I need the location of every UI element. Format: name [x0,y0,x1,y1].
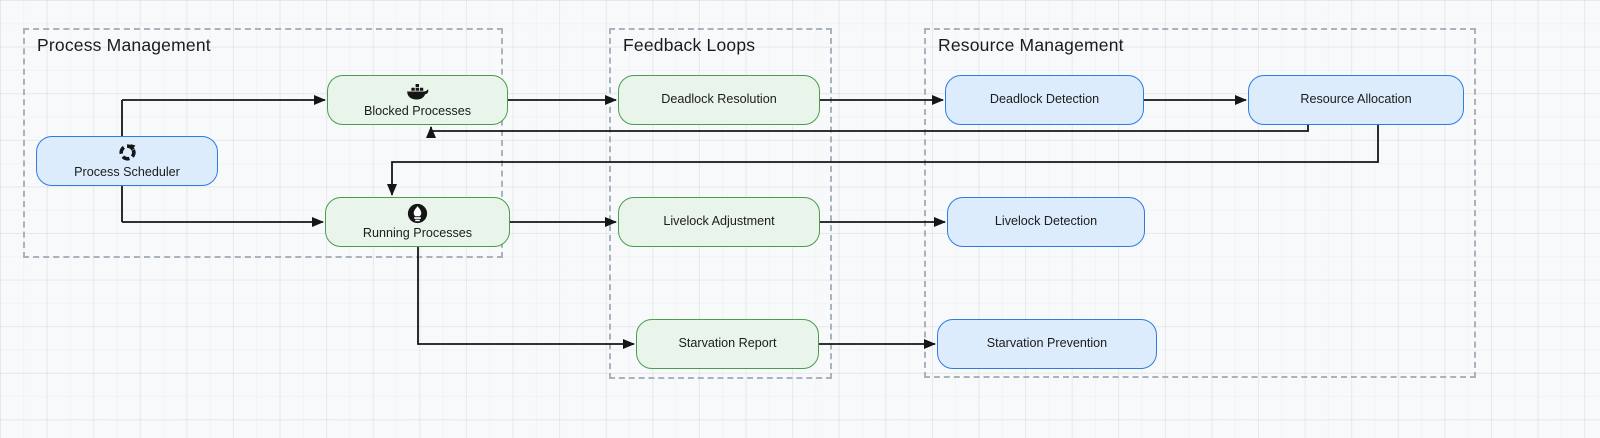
node-label: Deadlock Resolution [661,92,777,107]
node-label: Livelock Detection [994,214,1098,229]
group-title: Process Management [37,35,211,55]
node-label: Deadlock Detection [989,92,1100,107]
sync-icon [118,142,137,164]
group-title: Feedback Loops [623,35,756,55]
node-resource-allocation[interactable]: Resource Allocation [1248,75,1464,125]
node-starvation-prevention[interactable]: Starvation Prevention [937,319,1157,369]
node-starvation-report[interactable]: Starvation Report [636,319,819,369]
node-label: Process Scheduler [74,164,180,179]
node-label: Starvation Prevention [986,336,1108,351]
node-livelock-adjustment[interactable]: Livelock Adjustment [618,197,820,247]
group-resource-management[interactable]: Resource Management [924,28,1476,378]
node-process-scheduler[interactable]: Process Scheduler [36,136,218,186]
node-running-processes[interactable]: Running Processes [325,197,510,247]
node-label: Running Processes [362,225,473,240]
node-label: Livelock Adjustment [663,214,775,229]
group-feedback-loops[interactable]: Feedback Loops [609,28,832,379]
node-deadlock-detection[interactable]: Deadlock Detection [945,75,1144,125]
docker-icon [406,81,429,103]
edge-resource-allocation-running[interactable] [387,125,1379,196]
node-deadlock-resolution[interactable]: Deadlock Resolution [618,75,820,125]
node-label: Blocked Processes [363,103,472,118]
edge-resource-allocation-blocked[interactable] [426,125,1309,138]
group-process-management[interactable]: Process Management [23,28,503,258]
node-label: Resource Allocation [1300,92,1412,107]
edge-running-starvation-report[interactable] [417,247,635,349]
prometheus-icon [407,203,428,225]
node-label: Starvation Report [678,336,777,351]
group-title: Resource Management [938,35,1124,55]
node-livelock-detection[interactable]: Livelock Detection [947,197,1145,247]
node-blocked-processes[interactable]: Blocked Processes [327,75,508,125]
